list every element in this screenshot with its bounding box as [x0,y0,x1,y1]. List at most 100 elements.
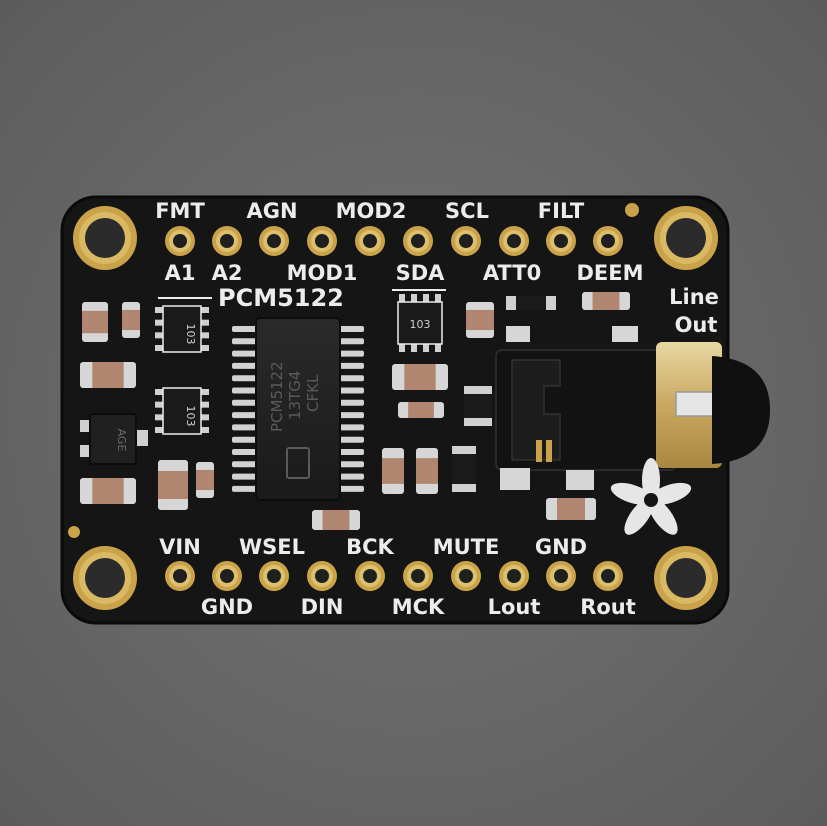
chip-leads-right [338,326,364,492]
bottom-header-pads [165,561,623,591]
top-header-pad-1 [165,226,195,256]
bottom-header-pad-2 [212,561,242,591]
pin-label-mod2: MOD2 [336,199,407,223]
pin-label-agn: AGN [246,199,297,223]
top-labels-upper-row: FMT AGN MOD2 SCL FILT [155,199,585,223]
resistor-network-2-code: 103 [184,406,197,427]
bottom-header-pad-4 [307,561,337,591]
mounting-hole-bottom-right [654,546,718,610]
chip-lead-left-2 [232,338,258,345]
rn3-pads-b1 [399,342,405,352]
pin-label-wsel: WSEL [239,535,305,559]
resistor-network-3: 103 [397,294,443,352]
mounting-hole-bottom-left [73,546,137,610]
resistor-network-1-code: 103 [184,324,197,345]
pin-label-bck: BCK [346,535,394,559]
rn3-pads-b3 [423,342,429,352]
rn1-pads-r3 [199,332,209,339]
chip-lead-left-11 [232,449,258,455]
pin-label-a2: A2 [212,261,243,285]
pin-label-sda: SDA [396,261,446,285]
pin-label-mute: MUTE [433,535,500,559]
chip-marking-line-1: PCM5122 [268,361,286,432]
capacitor-12 [416,448,438,494]
chip-lead-left-4 [232,362,258,369]
rn1-pads-4 [155,345,165,351]
rn2-pads-4 [155,427,165,433]
bottom-labels-upper-row: VIN WSEL BCK MUTE GND [159,535,587,559]
top-header-pads [165,226,623,256]
jack-label-out: Out [675,313,718,337]
capacitor-7 [582,292,630,310]
rn1-pads-3 [155,332,165,339]
rn2-pads-r3 [199,414,209,421]
rn1-pads-2 [155,319,165,326]
capacitor-10 [196,462,214,498]
mounting-hole-top-left [73,206,137,270]
resistor-network-1: 103 [155,305,209,353]
rn3-pads-1 [399,294,405,304]
pin-label-lout: Lout [488,595,541,619]
rn3-pads-3 [423,294,429,304]
chip-lead-left-10 [232,436,258,443]
top-header-pad-8 [499,226,529,256]
rn2-pads-2 [155,401,165,408]
top-header-pad-2 [212,226,242,256]
rn1-pads-r1 [199,307,209,313]
rn3-pads-4 [435,294,441,304]
rn1-pads-r4 [199,345,209,351]
rn2-pads-r2 [199,401,209,408]
top-header-pad-10 [593,226,623,256]
chip-lead-right-2 [338,338,364,345]
top-header-pad-9 [546,226,576,256]
chip-lead-right-4 [338,362,364,369]
pin-label-filt: FILT [538,199,585,223]
pin-label-mod1: MOD1 [287,261,358,285]
pcm5122-chip: PCM5122 13TG4 CFKL [232,317,364,501]
rn2-pads-1 [155,389,165,395]
chip-marking-line-2: 13TG4 [286,371,304,420]
chip-marking-line-3: CFKL [304,374,322,412]
pin-label-mck: MCK [392,595,445,619]
pin-label-fmt: FMT [155,199,205,223]
jack-label-line: Line [669,285,719,309]
pin-label-deem: DEEM [576,261,643,285]
chip-lead-left-13 [232,473,258,480]
bottom-header-pad-10 [593,561,623,591]
ti-logo-icon [286,447,310,479]
chip-lead-left-12 [232,461,258,468]
fiducial-bottom-left [68,526,80,538]
capacitor-8 [80,478,136,504]
chip-lead-right-14 [338,485,364,492]
chip-lead-left-3 [232,350,258,357]
capacitor-11 [382,448,404,494]
pin-label-a1: A1 [165,261,196,285]
top-header-pad-7 [451,226,481,256]
bottom-header-pad-8 [499,561,529,591]
pin-label-gnd: GND [201,595,253,619]
chip-lead-right-9 [338,424,364,431]
chip-lead-right-13 [338,473,364,480]
voltage-regulator: AGE [80,413,148,465]
chip-lead-left-7 [232,399,258,406]
chip-lead-right-11 [338,449,364,455]
capacitor-13 [312,510,360,530]
top-labels-lower-row: A1 A2 MOD1 SDA ATT0 DEEM [165,261,644,285]
mounting-hole-top-right [654,206,718,270]
chip-lead-right-12 [338,461,364,468]
bottom-header-pad-7 [451,561,481,591]
capacitor-3 [80,362,136,388]
capacitor-14 [546,498,596,520]
bottom-header-pad-3 [259,561,289,591]
resistor-network-2: 103 [155,387,209,435]
capacitor-9 [158,460,188,510]
chip-lead-right-8 [338,412,364,419]
ceramic-capacitors [80,292,630,530]
capacitor-5 [466,302,494,338]
chip-lead-left-5 [232,375,258,382]
chip-lead-right-6 [338,387,364,394]
rn3-pads-b2 [411,342,417,352]
chip-lead-right-10 [338,436,364,443]
rn1-pads-1 [155,307,165,313]
